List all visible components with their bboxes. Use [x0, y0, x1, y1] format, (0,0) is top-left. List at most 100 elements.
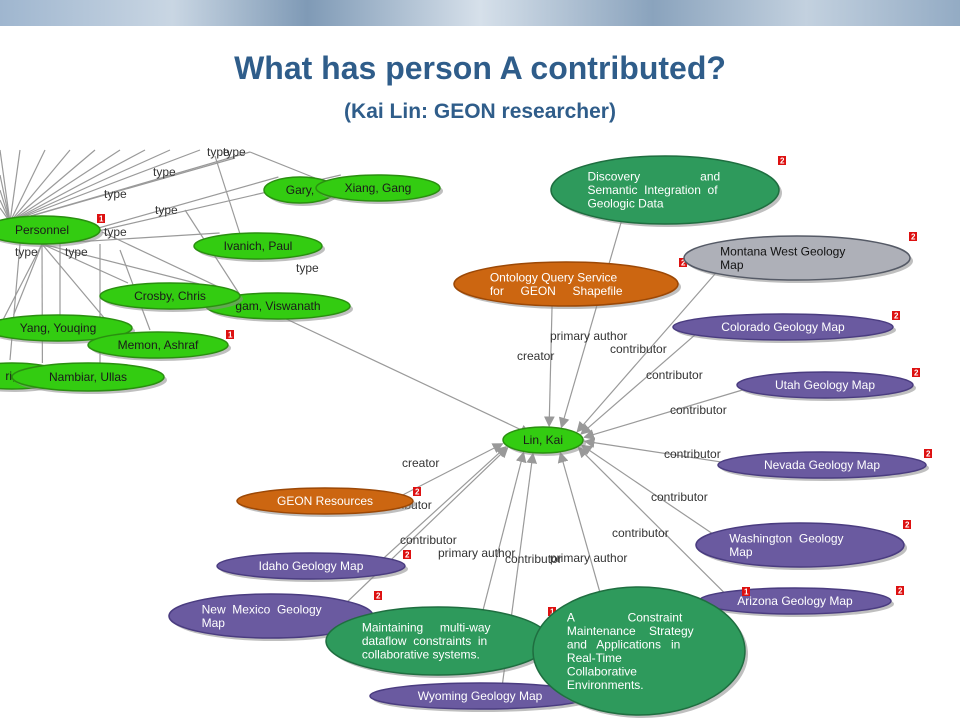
graph-node-ivanich[interactable]: Ivanich, Paul — [193, 232, 325, 262]
node-label: Map — [202, 616, 226, 630]
node-label: Memon, Ashraf — [118, 338, 199, 352]
graph-edge — [557, 451, 603, 599]
edge-label: contributor — [400, 533, 457, 547]
graph-edge — [0, 189, 11, 223]
graph-node-memon[interactable]: Memon, Ashraf — [87, 331, 231, 361]
badge-icon: 2 — [903, 520, 911, 530]
graph-node-geon_resources[interactable]: GEON Resources — [236, 487, 416, 517]
node-label: Maintaining multi-way — [362, 621, 491, 635]
node-label: Gary, — [286, 183, 314, 197]
node-label: Map — [720, 258, 744, 272]
node-label: for GEON Shapefile — [490, 284, 623, 298]
graph-edge — [580, 331, 699, 435]
badge-icon: 2 — [892, 311, 900, 321]
svg-text:1: 1 — [99, 215, 104, 224]
node-label: dataflow constraints in — [362, 634, 487, 648]
graph-edge — [577, 446, 727, 596]
graph-node-arizona[interactable]: Arizona Geology Map — [698, 587, 894, 617]
graph-node-utah[interactable]: Utah Geology Map — [736, 371, 916, 401]
edge-label: type — [153, 165, 176, 179]
edge-label: contributor — [646, 368, 703, 382]
badge-icon: 2 — [403, 550, 411, 560]
edge-label: creator — [402, 456, 439, 470]
slide-top-banner — [0, 0, 960, 26]
graph-edge — [9, 149, 71, 223]
graph-node-nambiar[interactable]: Nambiar, Ullas — [11, 362, 167, 394]
badge-icon: 2 — [679, 258, 687, 268]
graph-node-wyoming[interactable]: Wyoming Geology Map — [369, 682, 593, 712]
svg-text:2: 2 — [905, 521, 910, 530]
graph-edge — [101, 231, 531, 435]
node-label: Collaborative — [567, 664, 637, 678]
graph-node-personnel[interactable]: Personnel — [0, 215, 103, 247]
node-label: Crosby, Chris — [134, 289, 206, 303]
edge-label: type — [223, 145, 246, 159]
graph-node-xiang[interactable]: Xiang, Gang — [315, 174, 443, 204]
graph-edge — [13, 243, 43, 316]
graph-edge — [9, 149, 171, 223]
svg-text:2: 2 — [898, 587, 903, 596]
graph-edge — [580, 444, 719, 539]
node-label: Xiang, Gang — [345, 181, 412, 195]
svg-text:2: 2 — [780, 157, 785, 166]
badge-icon: 1 — [742, 587, 750, 597]
graph-edge — [0, 243, 43, 327]
badge-icon: 2 — [924, 449, 932, 459]
node-label: Discovery and — [587, 170, 720, 184]
badge-icon: 2 — [778, 156, 786, 166]
badge-icon: 2 — [896, 586, 904, 596]
node-label: Map — [729, 545, 753, 559]
node-label: Ivanich, Paul — [224, 239, 293, 253]
graph-edge — [9, 151, 251, 223]
edge-label: primary author — [438, 546, 515, 560]
graph-edge — [9, 149, 96, 223]
node-label: Arizona Geology Map — [737, 594, 853, 608]
edge-label: contributor — [612, 526, 669, 540]
graph-edge — [396, 443, 504, 499]
graph-edge — [0, 174, 11, 223]
badge-icon: 1 — [226, 330, 234, 340]
graph-edge — [0, 149, 11, 223]
node-label: Lin, Kai — [523, 433, 563, 447]
graph-edge — [343, 446, 509, 606]
edge-label: type — [104, 187, 127, 201]
graph-node-colorado[interactable]: Colorado Geology Map — [672, 313, 896, 343]
edge-label: type — [104, 225, 127, 239]
node-label: collaborative systems. — [362, 648, 480, 662]
graph-node-crosby[interactable]: Crosby, Chris — [99, 282, 243, 312]
edge-label: contributor — [664, 447, 721, 461]
graph-node-idaho[interactable]: Idaho Geology Map — [216, 552, 408, 582]
node-label: Wyoming Geology Map — [418, 689, 543, 703]
slide-subtitle: (Kai Lin: GEON researcher) — [344, 100, 616, 123]
graph-edge — [380, 445, 507, 561]
node-label: GEON Resources — [277, 494, 373, 508]
edge-label: type — [155, 203, 178, 217]
edge-label: type — [15, 245, 38, 259]
graph-node-center[interactable]: Lin, Kai — [502, 426, 586, 456]
node-label: Semantic Integration of — [587, 183, 718, 197]
badge-icon: 2 — [374, 591, 382, 601]
badge-icon: 1 — [548, 607, 556, 617]
node-label: Montana West Geology — [720, 244, 845, 258]
svg-text:1: 1 — [550, 608, 555, 617]
graph-node-gary[interactable]: Gary, — [263, 176, 339, 206]
edge-label: primary author — [550, 329, 627, 343]
edge-label: creator — [517, 349, 554, 363]
graph-edge — [249, 151, 316, 179]
svg-text:2: 2 — [405, 551, 410, 560]
badge-icon: 2 — [912, 368, 920, 378]
node-label: Colorado Geology Map — [721, 320, 845, 334]
node-label: Nambiar, Ullas — [49, 370, 127, 384]
edge-label: contributor — [670, 403, 727, 417]
graph-node-nevada[interactable]: Nevada Geology Map — [717, 451, 929, 481]
node-label: Yang, Youqing — [20, 321, 97, 335]
